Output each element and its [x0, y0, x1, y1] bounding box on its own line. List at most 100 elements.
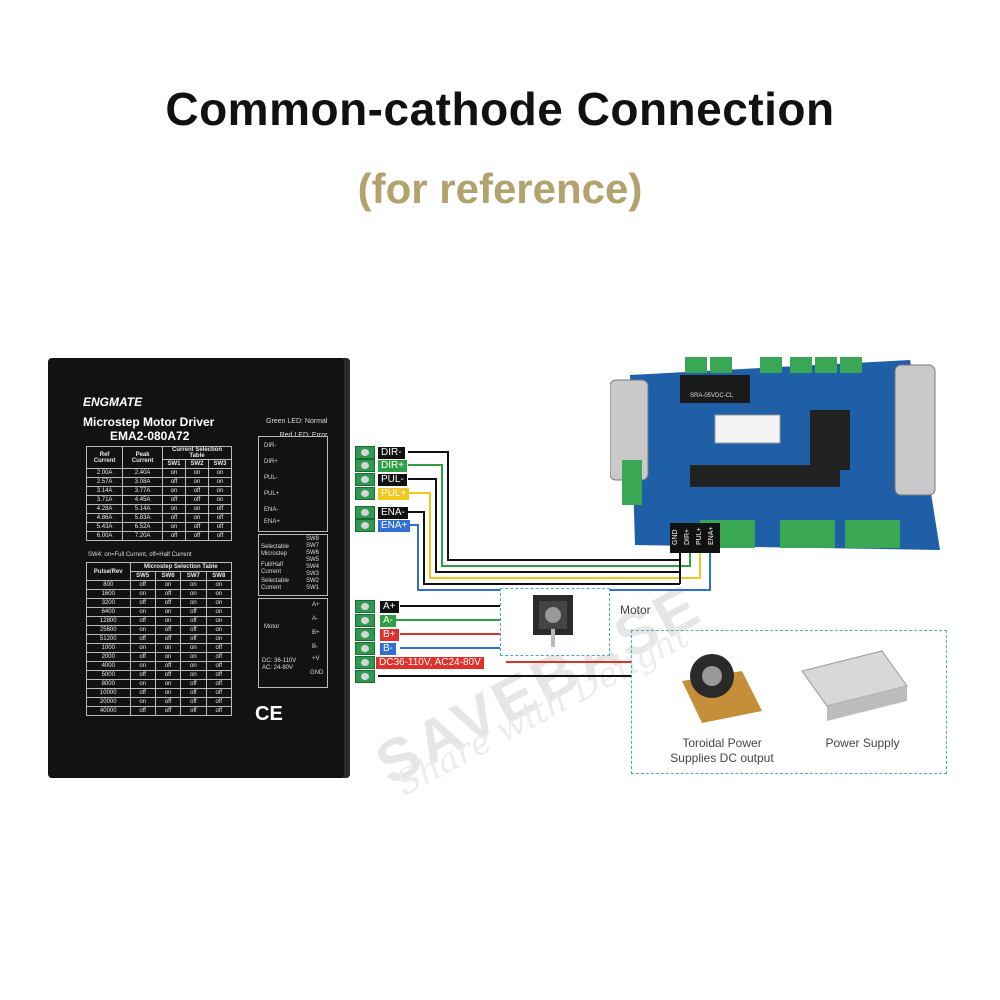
label-b-plus: B+ [380, 629, 399, 641]
switch-group-label: Full/Half Current [261, 562, 284, 575]
power-supply-caption: Power Supply [825, 736, 900, 750]
board-chip-text: SRA-05VDC-CL [690, 393, 734, 399]
ct-cell: off [207, 531, 233, 541]
driver-model-line1: Microstep Motor Driver [83, 415, 215, 429]
wire-pul-minus [408, 478, 680, 573]
wire-ena-minus [408, 511, 680, 585]
switch-group-label: Selectable Microstep [261, 544, 290, 557]
switch-name: SW5 [306, 557, 320, 563]
ce-mark: CE [255, 703, 283, 725]
label-pul-plus: PUL+ [378, 488, 410, 500]
driver-model-line2: EMA2-080A72 [110, 429, 190, 443]
motor-power-panel [258, 598, 328, 688]
led-legend: Green LED: Normal Red LED: Error [266, 415, 327, 443]
terminal-a-plus [355, 600, 375, 613]
white-header [714, 414, 781, 444]
terminal-dir-plus [355, 459, 375, 472]
mt-cell: off [205, 706, 233, 716]
terminal-ena-minus [355, 506, 375, 519]
label-dir-minus: DIR- [378, 447, 405, 459]
switch-name: SW6 [306, 550, 320, 556]
wire-pul-plus [408, 492, 701, 579]
power-pin-label: +V [312, 656, 320, 662]
terminal-ena-plus [355, 519, 375, 532]
ic-chip [810, 410, 850, 470]
page-subtitle: (for reference) [357, 165, 643, 212]
top-terminals [685, 357, 862, 373]
db25-connector-right [894, 364, 936, 496]
motor-caption: Motor [620, 603, 651, 617]
signal-pin-panel [258, 436, 328, 532]
microstep-selection-table: Pulse/Rev Microstep Selection Table SW5 … [86, 562, 233, 716]
terminal-a-minus [355, 614, 375, 627]
power-pin-label: GND [310, 670, 324, 676]
board-pin-dir: DIR+ [684, 529, 691, 545]
wire-ena-plus [408, 524, 711, 591]
terminal-b-minus [355, 642, 375, 655]
bottom-terminals [700, 520, 900, 548]
driver-brand: ENGMATE [83, 395, 143, 409]
power-rating-label: DC: 36-110V AC: 24-80V [262, 658, 297, 671]
pin-label: PUL+ [264, 491, 280, 497]
terminal-dir-minus [355, 446, 375, 459]
label-ena-plus: ENA+ [378, 520, 411, 532]
label-a-plus: A+ [380, 601, 399, 613]
ic-row [690, 465, 840, 487]
pin-label: PUL- [264, 475, 278, 481]
motor-pin-label: B- [312, 644, 318, 650]
pin-label: DIR- [264, 443, 277, 449]
current-selection-table: Ref Current Peak Current Current Selecti… [85, 446, 233, 541]
switch-panel [258, 534, 328, 596]
motor-driver: ENGMATE Microstep Motor Driver EMA2-080A… [48, 358, 350, 778]
label-power: DC36-110V, AC24-80V [376, 657, 484, 669]
ct-cell: 6.00A [85, 531, 124, 541]
switch-name: SW8 [306, 536, 320, 542]
motor-panel-label: Motor [264, 624, 280, 630]
relay [680, 375, 750, 403]
sw4-note: SW4: on=Full Current, off=Half Current [88, 552, 192, 558]
toroidal-power-supply-icon [682, 654, 762, 723]
pin-label: ENA+ [264, 519, 280, 525]
motor-pin-label: A- [312, 616, 318, 622]
motor-pin-label: A+ [312, 602, 320, 608]
stepper-motor-icon [533, 595, 573, 647]
board-pin-pul: PUL+ [696, 527, 703, 545]
switch-name: SW7 [306, 543, 320, 549]
label-dir-plus: DIR+ [378, 460, 408, 472]
motor-box [500, 588, 610, 656]
switch-name: SW4 [306, 564, 320, 570]
wire-dir-plus [408, 464, 691, 567]
terminal-gnd [355, 670, 375, 683]
led-green-label: Green LED: Normal [266, 418, 328, 425]
label-a-minus: A- [380, 615, 396, 627]
terminal-pul-plus [355, 487, 375, 500]
label-pul-minus: PUL- [378, 474, 407, 486]
toroidal-supply-caption: Toroidal Power Supplies DC output [670, 736, 774, 765]
switch-name: SW2 [306, 578, 320, 584]
pin-label: DIR+ [264, 459, 278, 465]
power-supplies-icon [682, 650, 908, 723]
switch-name: SW1 [306, 585, 320, 591]
board-pin-ena: ENA+ [708, 527, 715, 545]
pin-label: ENA- [264, 507, 279, 513]
breakout-board: GND DIR+ PUL+ ENA+ SRA-05VDC-CL [610, 357, 940, 553]
led-red-label: Red LED: Error [279, 432, 328, 439]
motor-pin-label: B+ [312, 630, 320, 636]
page-title: Common-cathode Connection [165, 83, 835, 135]
signal-terminal [670, 523, 720, 553]
switch-group-label: Selectable Current [261, 578, 290, 591]
switching-power-supply-icon [801, 650, 908, 721]
terminal-b-plus [355, 628, 375, 641]
power-supply-box [631, 630, 947, 774]
